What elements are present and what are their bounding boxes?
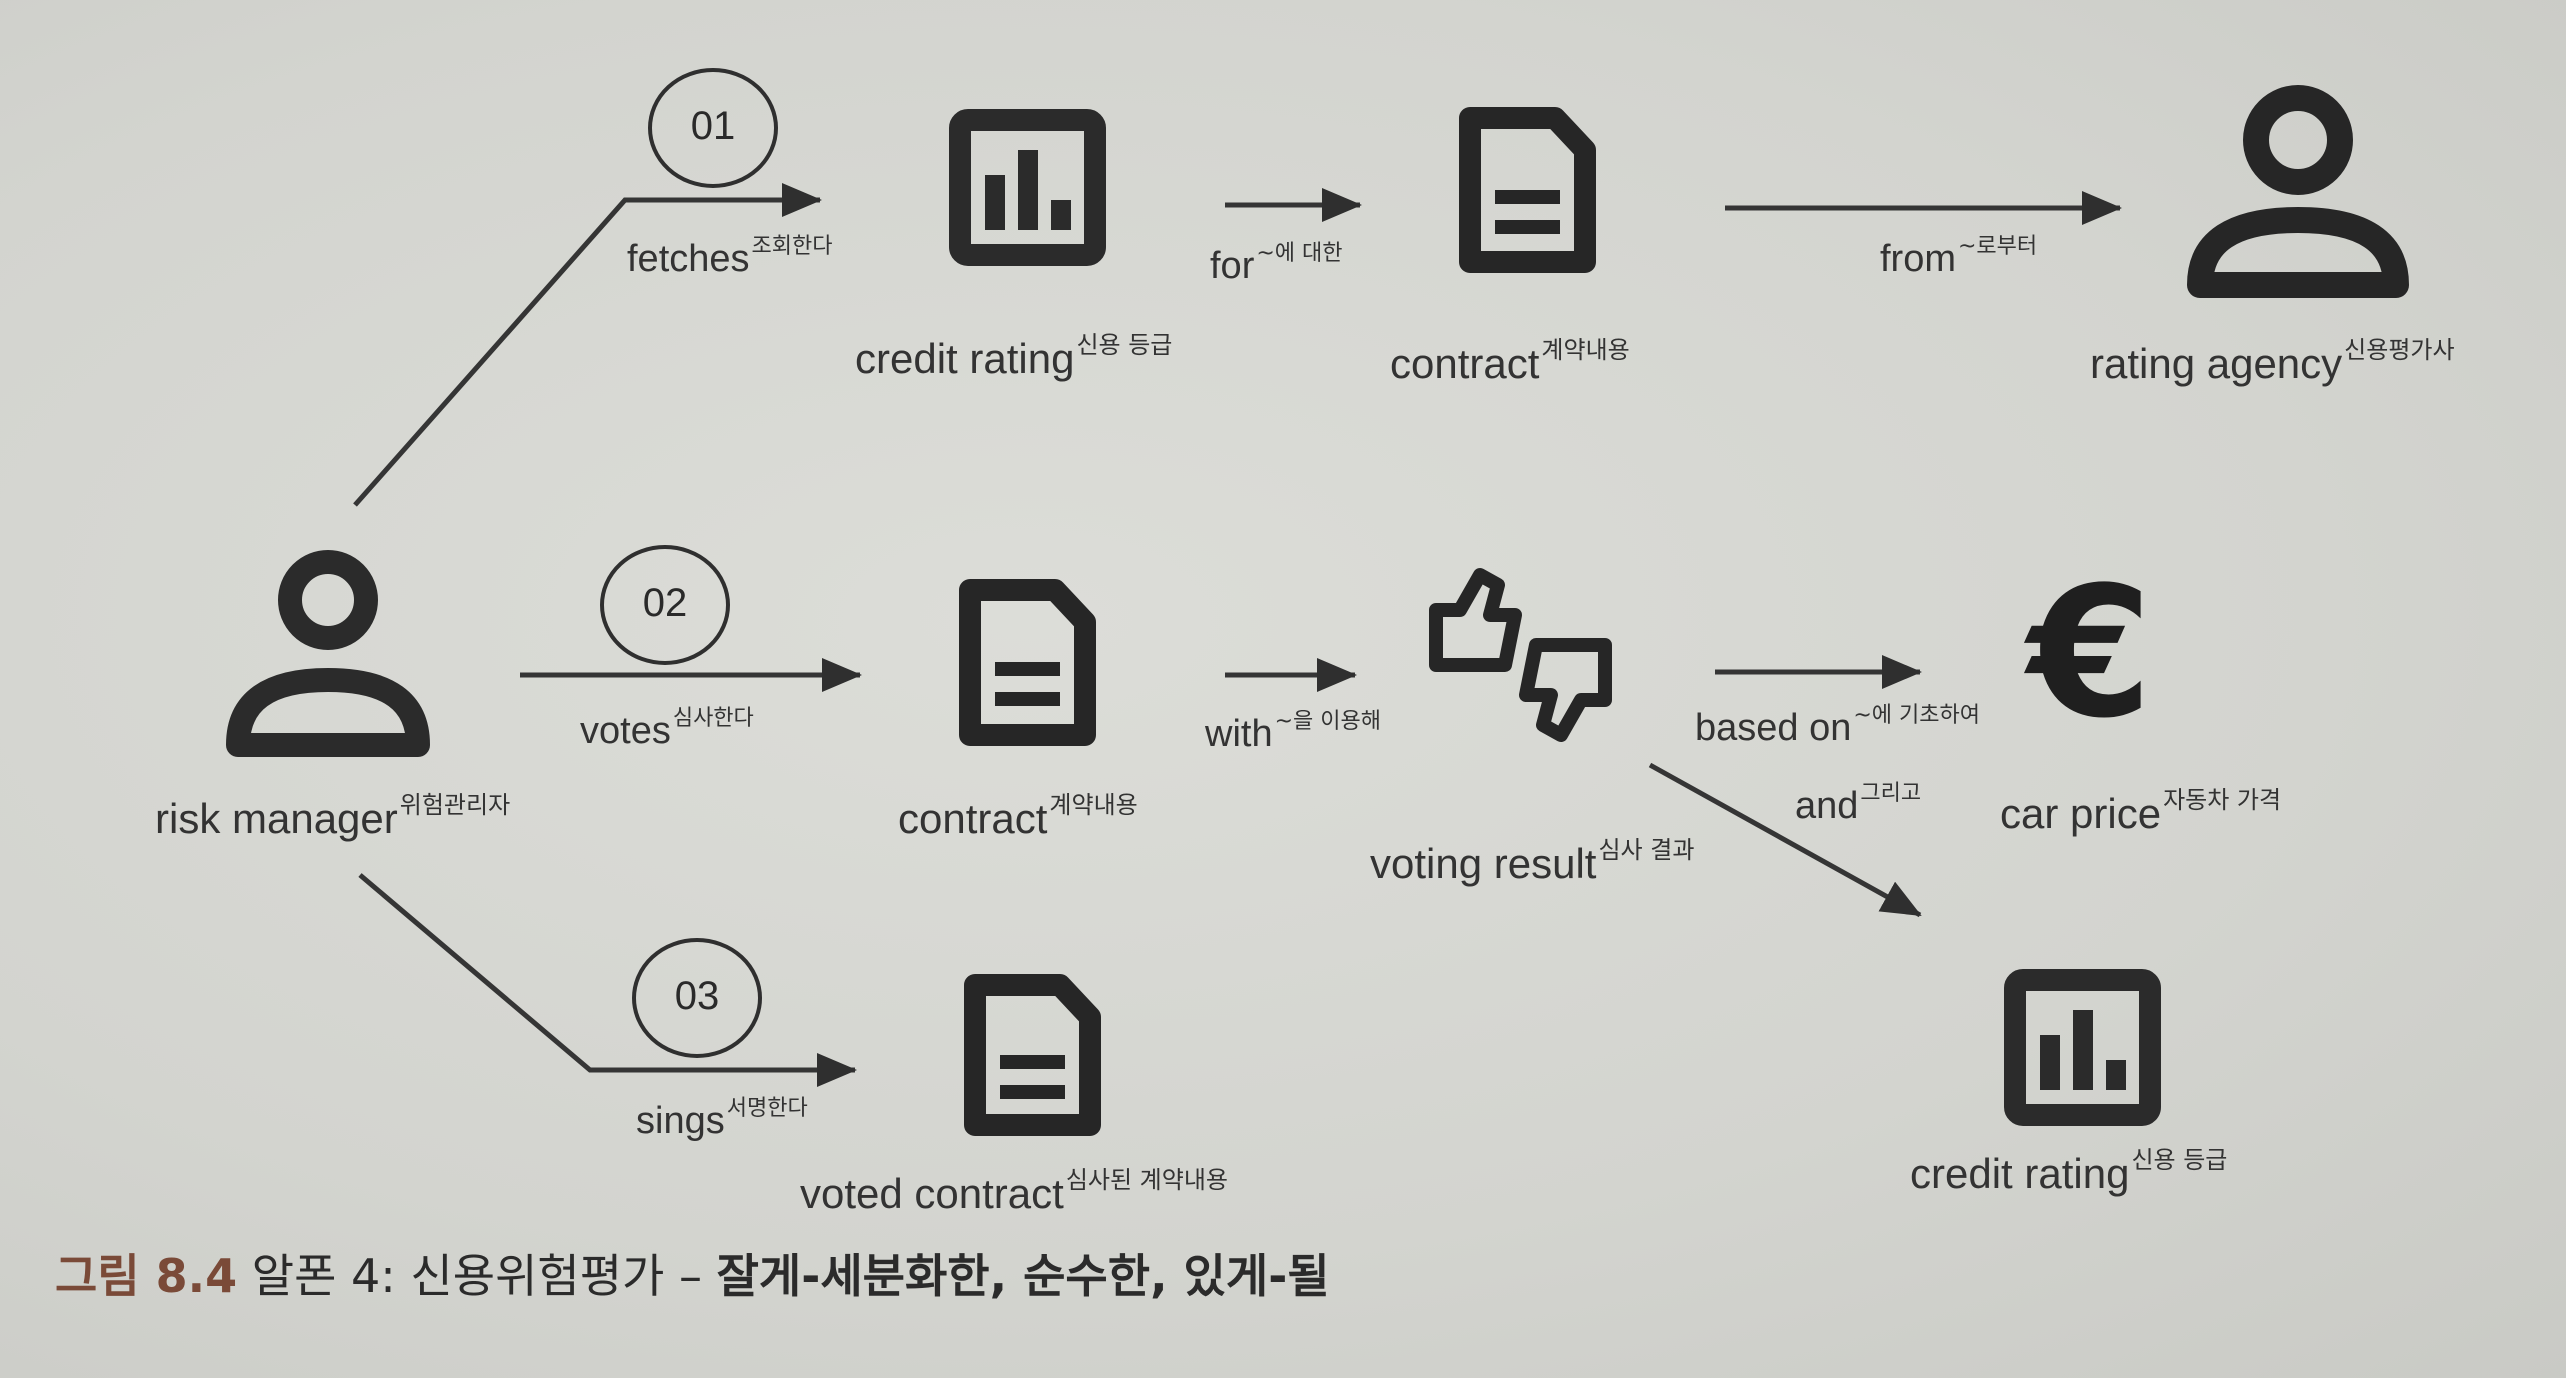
edge-label-with: with~을 이용해	[1205, 709, 1381, 755]
node-label-contract-top: contract계약내용	[1390, 336, 1630, 387]
node-label-voting-result: voting result심사 결과	[1370, 836, 1695, 887]
edge-label-sings: sings서명한다	[636, 1096, 808, 1142]
node-label-contract-mid: contract계약내용	[898, 791, 1138, 842]
edge-label-based-on: based on~에 기초하여	[1695, 703, 1981, 749]
document-icon	[1459, 107, 1596, 273]
node-label-rating-agency: rating agency신용평가사	[2090, 336, 2455, 387]
edge-fetches-line	[353, 183, 822, 507]
figure-caption: 그림 8.4 알폰 4: 신용위험평가 – 잘게-세분화한, 순수한, 있게-될	[55, 1240, 1330, 1306]
edge-label-from: from~로부터	[1880, 234, 2038, 280]
edge-label-for: for~에 대한	[1210, 241, 1343, 287]
bar-chart-icon	[2004, 969, 2161, 1126]
node-label-car-price: car price자동차 가격	[2000, 786, 2282, 837]
step-number-03: 03	[674, 974, 720, 1018]
bar-chart-icon	[949, 109, 1106, 266]
person-icon	[2187, 85, 2409, 298]
step-number-01: 01	[690, 104, 736, 148]
step-number-02: 02	[642, 581, 688, 625]
svg-text:€: €	[2023, 549, 2152, 758]
edge-and-line	[1648, 762, 1922, 918]
step-circle-02	[600, 545, 730, 665]
node-label-voted-contract: voted contract심사된 계약내용	[800, 1166, 1229, 1217]
node-label-credit-rating-bottom: credit rating신용 등급	[1910, 1146, 2228, 1197]
edge-label-fetches: fetches조회한다	[627, 234, 833, 280]
edge-label-and: and그리고	[1795, 781, 1922, 827]
euro-icon: €	[2023, 549, 2152, 758]
figure-subtitle: 잘게-세분화한, 순수한, 있게-될	[716, 1249, 1330, 1303]
document-icon	[964, 974, 1101, 1136]
node-label-credit-rating-top: credit rating신용 등급	[855, 331, 1173, 382]
step-circle-01	[648, 68, 778, 188]
edge-label-votes: votes심사한다	[580, 706, 754, 752]
figure-number: 그림 8.4	[55, 1249, 238, 1303]
node-label-risk-manager: risk manager위험관리자	[155, 791, 511, 842]
thumbs-up-down-icon	[1429, 568, 1612, 742]
figure-title: 알폰 4: 신용위험평가 –	[251, 1249, 702, 1303]
person-icon	[226, 550, 430, 757]
document-icon	[959, 579, 1096, 746]
step-circle-03	[632, 938, 762, 1058]
edge-sings-line	[358, 873, 857, 1087]
